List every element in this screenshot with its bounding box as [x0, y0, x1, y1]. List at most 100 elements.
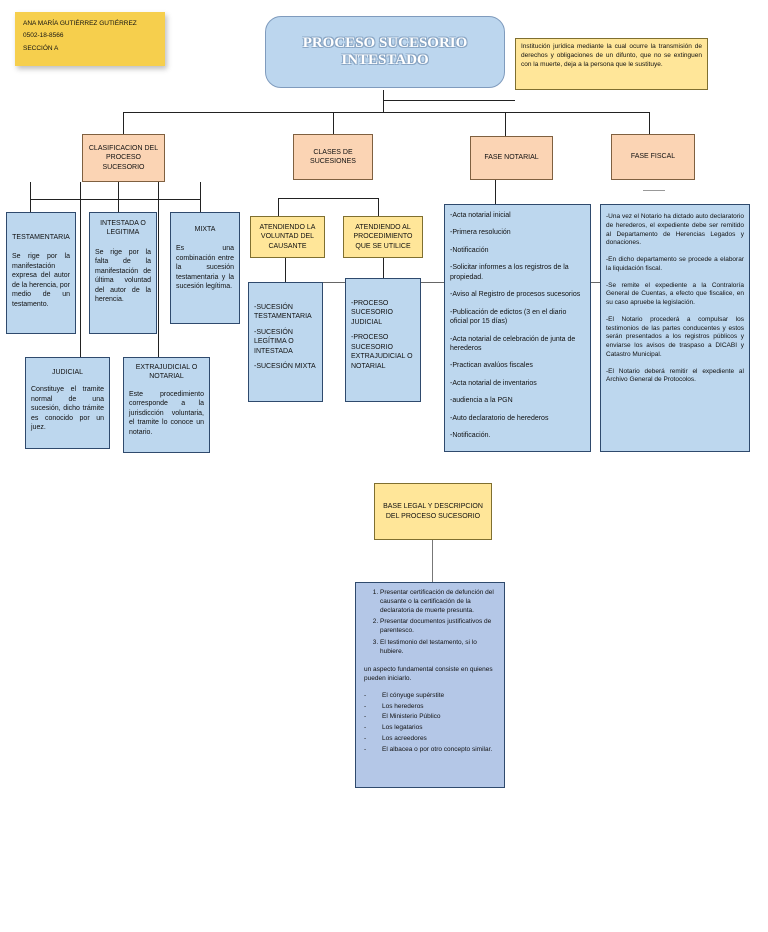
- list-item: -El Notario procederá a compulsar los te…: [606, 315, 744, 358]
- dash-bullet-icon: -: [364, 734, 367, 742]
- list-item: -Notificación: [450, 246, 489, 254]
- base-bullet-list: -El cónyuge supérstite-Los herederos-El …: [364, 692, 496, 755]
- connector: [333, 112, 334, 134]
- base-numbered-list: Presentar certificación de defunción del…: [364, 589, 496, 656]
- base-title: BASE LEGAL Y DESCRIPCION DEL PROCESO SUC…: [383, 503, 483, 520]
- intestada-text: Se rige por la falta de la manifestación…: [95, 248, 151, 304]
- branch-fiscal-label: FASE FISCAL: [630, 153, 676, 161]
- connector: [200, 182, 201, 212]
- list-item: -Auto declaratorio de herederos: [450, 414, 549, 422]
- list-item: -audiencia a la PGN: [450, 397, 513, 405]
- list-item: - El cónyuge supérstite: [364, 692, 496, 701]
- judicial-text: Constituye el tramite normal de una suce…: [31, 386, 104, 432]
- testamentaria-title: TESTAMENTARIA: [12, 234, 70, 241]
- notarial-items: -Acta notarial inicial -Primera resolució…: [450, 211, 585, 441]
- list-item: -Aviso al Registro de procesos sucesorio…: [450, 291, 581, 299]
- testamentaria-text: Se rige por la manifestación expresa del…: [12, 253, 70, 308]
- intestada-title: INTESTADA O LEGITIMA: [100, 220, 146, 237]
- notarial-list: -Acta notarial inicial -Primera resolució…: [444, 204, 591, 452]
- connector: [123, 112, 649, 113]
- author-section: SECCIÓN A: [23, 44, 59, 52]
- procedimiento-list: -PROCESO SUCESORIO JUDICIAL -PROCESO SUC…: [345, 278, 421, 402]
- mixta-box: MIXTA Es una combinación entre la sucesi…: [170, 212, 240, 324]
- base-header: BASE LEGAL Y DESCRIPCION DEL PROCESO SUC…: [374, 483, 492, 540]
- connector: [30, 182, 31, 212]
- list-item: -El Ministerio Público: [364, 713, 496, 722]
- extrajudicial-text: Este procedimiento corresponde a la juri…: [129, 390, 204, 436]
- connector: [278, 198, 378, 199]
- branch-notarial: FASE NOTARIAL: [470, 136, 553, 180]
- branch-notarial-label: FASE NOTARIAL: [484, 154, 539, 162]
- dash-bullet-icon: -: [364, 702, 367, 710]
- list-item: -Primera resolución: [450, 229, 511, 237]
- list-item: - El albacea o por otro concepto similar.: [364, 746, 496, 755]
- bullet-text: Los herederos: [382, 702, 424, 710]
- bullet-text: El cónyuge supérstite: [382, 691, 445, 699]
- judicial-title: JUDICIAL: [51, 369, 84, 376]
- list-item: Presentar documentos justificativos de p…: [380, 618, 496, 636]
- branch-clases: CLASES DE SUCESIONES: [293, 134, 373, 180]
- connector: [80, 182, 81, 357]
- connector: [285, 258, 286, 282]
- list-item: - Los acreedores: [364, 735, 496, 744]
- definition-text: Institución jurídica mediante la cual oc…: [521, 43, 702, 68]
- connector: [383, 90, 384, 112]
- branch-clasificacion-label: CLASIFICACION DEL PROCESO SUCESORIO: [88, 144, 159, 171]
- list-item: -Acta notarial de celebración de junta d…: [450, 335, 576, 352]
- author-sticky-note: ANA MARÍA GUTIÉRREZ GUTIÉRREZ 0502-18-85…: [15, 12, 165, 66]
- list-item: -Publicación de edictos (3 en el diario …: [450, 308, 567, 326]
- voluntad-list: -SUCESIÓN TESTAMENTARIA -SUCESIÓN LEGÍTI…: [248, 282, 323, 402]
- connector: [432, 540, 433, 582]
- branch-fiscal: FASE FISCAL: [611, 134, 695, 180]
- connector: [378, 198, 379, 216]
- branch-clasificacion: CLASIFICACION DEL PROCESO SUCESORIO: [82, 134, 165, 182]
- base-intro: un aspecto fundamental consiste en quien…: [364, 666, 493, 683]
- list-item: -Acta notarial de inventarios: [450, 379, 537, 387]
- author-id: 0502-18-8566: [23, 32, 64, 40]
- procedimiento-title: ATENDIENDO AL PROCEDIMIENTO QUE SE UTILI…: [353, 223, 413, 250]
- dash-bullet-icon: -: [364, 691, 367, 699]
- connector: [505, 112, 506, 136]
- list-item: -Se remite el expediente a la Contralorí…: [606, 281, 744, 307]
- connector: [123, 112, 124, 134]
- connector: [383, 100, 515, 101]
- list-item: -Acta notarial inicial: [450, 212, 511, 219]
- author-name: ANA MARÍA GUTIÉRREZ GUTIÉRREZ: [23, 20, 137, 27]
- mixta-title: MIXTA: [194, 226, 216, 233]
- list-item: -Solicitar informes a los registros de l…: [450, 264, 569, 281]
- list-item: - Los herederos: [364, 703, 496, 712]
- page-title-text: PROCESO SUCESORIO INTESTADO: [302, 34, 468, 68]
- connector: [30, 199, 200, 200]
- connector: [649, 112, 650, 134]
- bullet-text: El Ministerio Público: [382, 713, 441, 721]
- bullet-text: Los acreedores: [382, 734, 427, 742]
- bullet-text: Los legatarios: [382, 724, 423, 732]
- list-item: El testimonio del testamento, si lo hubi…: [380, 639, 496, 657]
- list-item: -En dicho departamento se procede a elab…: [606, 256, 744, 272]
- extrajudicial-title: EXTRAJUDICIAL O NOTARIAL: [135, 364, 198, 381]
- definition-box: Institución jurídica mediante la cual oc…: [515, 38, 708, 90]
- list-item: -SUCESIÓN LEGÍTIMA O INTESTADA: [254, 328, 294, 355]
- voluntad-title: ATENDIENDO LA VOLUNTAD DEL CAUSANTE: [259, 223, 316, 250]
- list-item: -El Notario deberá remitir el expediente…: [606, 367, 744, 384]
- list-item: -Practican avalúos fiscales: [450, 362, 533, 370]
- list-item: Presentar certificación de defunción del…: [380, 589, 496, 615]
- fiscal-list: -Una vez el Notario ha dictado auto decl…: [600, 204, 750, 452]
- base-list: Presentar certificación de defunción del…: [355, 582, 505, 788]
- mixta-text: Es una combinación entre la sucesión tes…: [176, 245, 234, 291]
- testamentaria-box: TESTAMENTARIA Se rige por la manifestaci…: [6, 212, 76, 334]
- extrajudicial-box: EXTRAJUDICIAL O NOTARIAL Este procedimie…: [123, 357, 210, 453]
- judicial-box: JUDICIAL Constituye el tramite normal de…: [25, 357, 110, 449]
- dash-bullet-icon: -: [364, 745, 367, 753]
- voluntad-header: ATENDIENDO LA VOLUNTAD DEL CAUSANTE: [250, 216, 325, 258]
- bullet-text: El albacea o por otro concepto similar.: [382, 745, 493, 753]
- connector: [278, 198, 279, 216]
- list-item: -PROCESO SUCESORIO EXTRAJUDICIAL O NOTAR…: [351, 334, 413, 370]
- list-item: -Los legatarios: [364, 724, 496, 733]
- list-item: -PROCESO SUCESORIO JUDICIAL: [351, 300, 394, 326]
- list-item: -SUCESIÓN TESTAMENTARIA: [254, 304, 312, 321]
- list-item: -SUCESIÓN MIXTA: [254, 363, 316, 371]
- branch-clases-label: CLASES DE SUCESIONES: [310, 148, 356, 165]
- intestada-box: INTESTADA O LEGITIMA Se rige por la falt…: [89, 212, 157, 334]
- list-item: -Notificación.: [450, 432, 491, 440]
